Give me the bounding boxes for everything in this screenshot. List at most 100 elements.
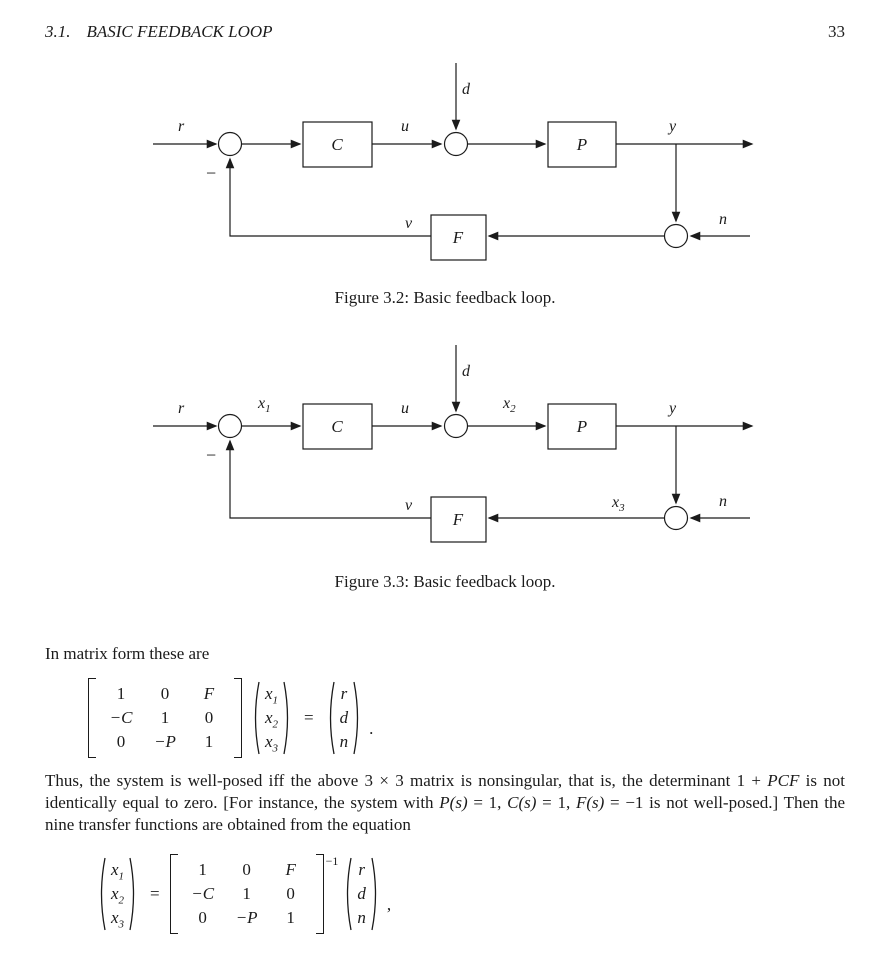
signal-label-v: v bbox=[405, 215, 413, 232]
figure-3-3-caption: Figure 3.3: Basic feedback loop. bbox=[334, 572, 556, 591]
matrix-cell: 1 bbox=[204, 732, 214, 751]
signal-label-d: d bbox=[462, 363, 471, 380]
signal-label-y: y bbox=[667, 118, 677, 135]
summing-junction-noise bbox=[663, 505, 689, 531]
matrix-cell: 1 bbox=[116, 684, 126, 703]
paren-left bbox=[347, 857, 353, 931]
equation-punctuation: . bbox=[369, 719, 374, 738]
paren-right bbox=[129, 857, 135, 931]
matrix-cell: 1 bbox=[242, 884, 251, 903]
bracket-left bbox=[88, 678, 96, 758]
paragraph-text: = 1, bbox=[536, 793, 576, 812]
state-vector: x1 x2 x3 bbox=[262, 682, 281, 754]
vector-cell: x3 bbox=[111, 908, 125, 931]
signal-label-y: y bbox=[667, 400, 677, 417]
vector-cell: x2 bbox=[265, 708, 279, 731]
matrix-cell: 1 bbox=[286, 908, 295, 927]
section-number: 3.1. bbox=[45, 22, 71, 41]
figure-3-2-caption: Figure 3.2: Basic feedback loop. bbox=[334, 288, 556, 307]
matrix-cell: −C bbox=[109, 708, 133, 727]
signal-label-d: d bbox=[462, 81, 471, 98]
figure-3-2-diagram: C P F r u d y v n − bbox=[153, 63, 754, 261]
bracket-right bbox=[234, 678, 242, 758]
input-vector: r d n bbox=[337, 682, 352, 754]
body-paragraph: Thus, the system is well-posed iff the a… bbox=[45, 770, 845, 836]
summing-junction-input bbox=[217, 131, 243, 157]
figure-3-2: C P F r u d y v n − Figure 3.2: Basic fe… bbox=[0, 58, 890, 308]
system-matrix: 1 0 F −C 1 0 0 −P 1 bbox=[96, 678, 234, 758]
state-label-x3: x3 bbox=[611, 494, 625, 514]
plant-label: P bbox=[576, 417, 587, 436]
minus-sign: − bbox=[206, 163, 216, 183]
state-label-x2: x2 bbox=[502, 395, 516, 415]
signal-wires bbox=[153, 63, 754, 241]
signal-label-u: u bbox=[401, 118, 409, 135]
paren-left bbox=[100, 857, 106, 931]
matrix-cell: −C bbox=[191, 884, 215, 903]
vector-cell: r bbox=[340, 684, 348, 703]
filter-block bbox=[430, 496, 487, 543]
vector-cell: d bbox=[339, 708, 349, 727]
summing-junction-disturbance bbox=[443, 131, 469, 157]
math-var: P(s) bbox=[439, 793, 468, 812]
vector-cell: r bbox=[358, 860, 365, 879]
plant-label: P bbox=[576, 135, 587, 154]
matrix-cell: 0 bbox=[160, 684, 170, 703]
vector-cell: n bbox=[357, 908, 366, 927]
vector-cell: x1 bbox=[111, 860, 125, 883]
vector-cell: x2 bbox=[111, 884, 125, 907]
matrix-cell: 0 bbox=[286, 884, 295, 903]
paren-left bbox=[254, 681, 260, 755]
paragraph-text: = 1, bbox=[467, 793, 508, 812]
signal-label-r: r bbox=[178, 400, 185, 417]
matrix-cell: F bbox=[285, 860, 296, 879]
matrix-intro-text: In matrix form these are bbox=[45, 644, 210, 663]
signal-label-v: v bbox=[405, 497, 413, 514]
matrix-cell: −P bbox=[154, 732, 176, 751]
paragraph-text: is not identically equal to zero. [For i… bbox=[45, 771, 845, 812]
signal-label-u: u bbox=[401, 400, 409, 417]
signal-label-n: n bbox=[719, 211, 727, 228]
signal-label-r: r bbox=[178, 118, 185, 135]
controller-block bbox=[302, 403, 373, 450]
paren-right bbox=[283, 681, 289, 755]
math-var: C(s) bbox=[507, 793, 537, 812]
controller-block bbox=[302, 121, 373, 168]
equation-transfer-functions: x1 x2 x3 = 1 0 F −C 1 0 0 −P 1 −1 r d n … bbox=[95, 854, 890, 934]
matrix-cell: −P bbox=[235, 908, 258, 927]
controller-label: C bbox=[331, 417, 343, 436]
paragraph-text: = −1 is not well-posed.] Then the nine t… bbox=[45, 793, 846, 834]
summing-junction-input bbox=[217, 413, 243, 439]
filter-label: F bbox=[452, 228, 464, 247]
matrix-cell: F bbox=[203, 684, 215, 703]
controller-label: C bbox=[331, 135, 343, 154]
paren-right bbox=[353, 681, 359, 755]
filter-label: F bbox=[452, 510, 464, 529]
equation-matrix-form: 1 0 F −C 1 0 0 −P 1 x1 x2 x3 = r d n . bbox=[88, 678, 890, 758]
matrix-cell: 1 bbox=[198, 860, 207, 879]
minus-sign: − bbox=[206, 445, 216, 465]
math-var: PCF bbox=[767, 771, 800, 790]
paren-left bbox=[329, 681, 335, 755]
plant-block bbox=[547, 121, 617, 168]
matrix-cell: 0 bbox=[242, 860, 251, 879]
math-var: F(s) bbox=[575, 793, 605, 812]
figure-3-3: C P F r x1 u d x2 y v x3 n − Figure 3.3:… bbox=[0, 340, 890, 592]
running-header: 3.1. BASIC FEEDBACK LOOP 33 bbox=[45, 22, 845, 42]
matrix-cell: 0 bbox=[204, 708, 214, 727]
figure-3-3-diagram: C P F r x1 u d x2 y v x3 n − bbox=[153, 345, 754, 543]
paren-right bbox=[371, 857, 377, 931]
vector-cell: x1 bbox=[265, 684, 279, 707]
signal-label-n: n bbox=[719, 493, 727, 510]
system-matrix: 1 0 F −C 1 0 0 −P 1 bbox=[178, 854, 316, 934]
vector-cell: d bbox=[357, 884, 366, 903]
matrix-cell: 0 bbox=[198, 908, 207, 927]
matrix-cell: 0 bbox=[116, 732, 126, 751]
section-header: 3.1. BASIC FEEDBACK LOOP bbox=[45, 22, 273, 42]
vector-cell: x3 bbox=[265, 732, 279, 755]
state-label-x1: x1 bbox=[257, 395, 271, 415]
equation-punctuation: , bbox=[386, 895, 392, 914]
vector-cell: n bbox=[339, 732, 349, 751]
state-vector: x1 x2 x3 bbox=[108, 858, 127, 930]
